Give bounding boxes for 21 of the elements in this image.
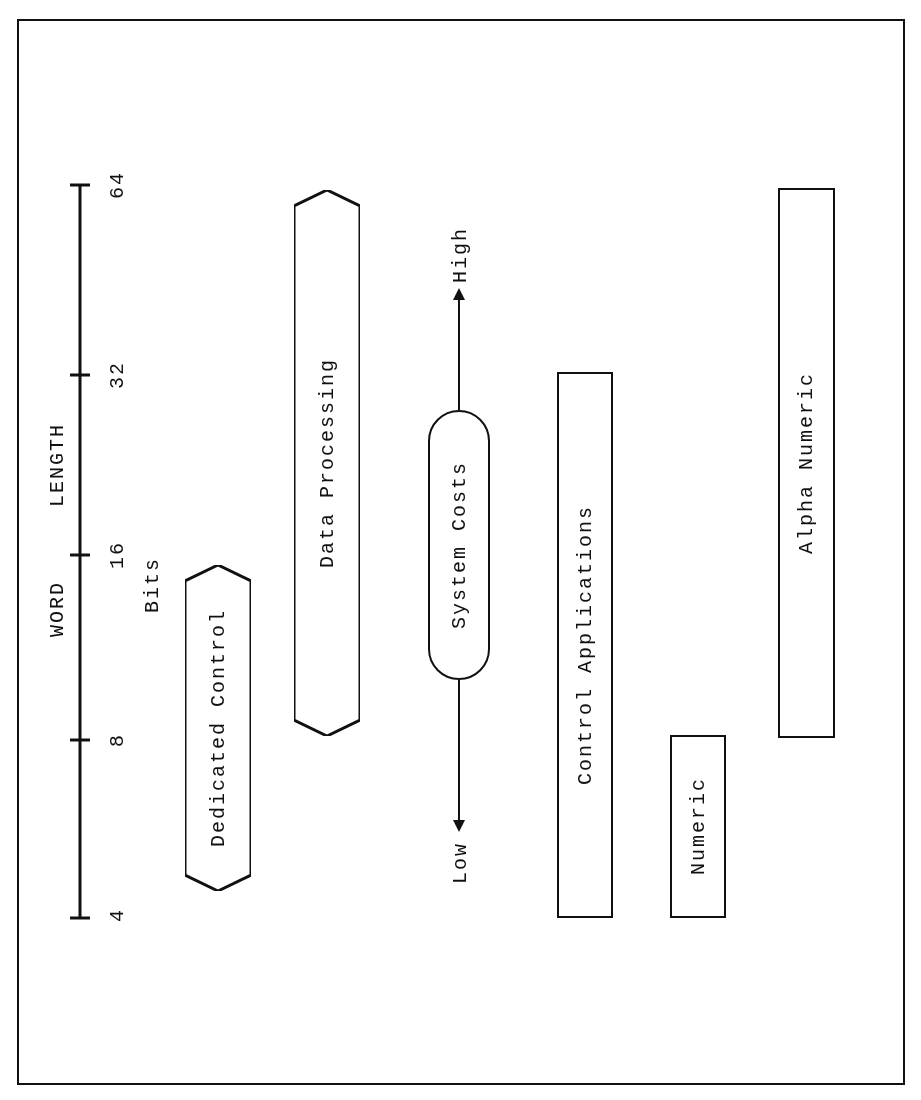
axis-end-label: Low xyxy=(448,842,472,884)
tick-label: 8 xyxy=(105,733,129,747)
tick-label: 64 xyxy=(105,171,129,199)
arrow xyxy=(453,288,465,411)
tick-label: 32 xyxy=(105,361,129,389)
rounded-box xyxy=(428,410,490,680)
range-bar xyxy=(670,735,726,918)
node-label: Data Processing xyxy=(315,358,339,568)
axis-title: WORD LENGTH xyxy=(45,423,69,637)
tick-label: 16 xyxy=(105,541,129,569)
node-label: System Costs xyxy=(447,461,471,629)
node-label: Control Applications xyxy=(573,504,597,785)
range-bar xyxy=(778,188,835,738)
axis-end-label: High xyxy=(448,227,472,283)
arrow xyxy=(453,679,465,832)
unit-label: Bits xyxy=(140,557,164,613)
node-label: Dedicated Control xyxy=(206,608,230,847)
tick-label: 4 xyxy=(105,908,129,922)
node-label: Numeric xyxy=(686,777,710,876)
node-label: Alpha Numeric xyxy=(795,372,818,554)
range-bar xyxy=(557,372,613,918)
